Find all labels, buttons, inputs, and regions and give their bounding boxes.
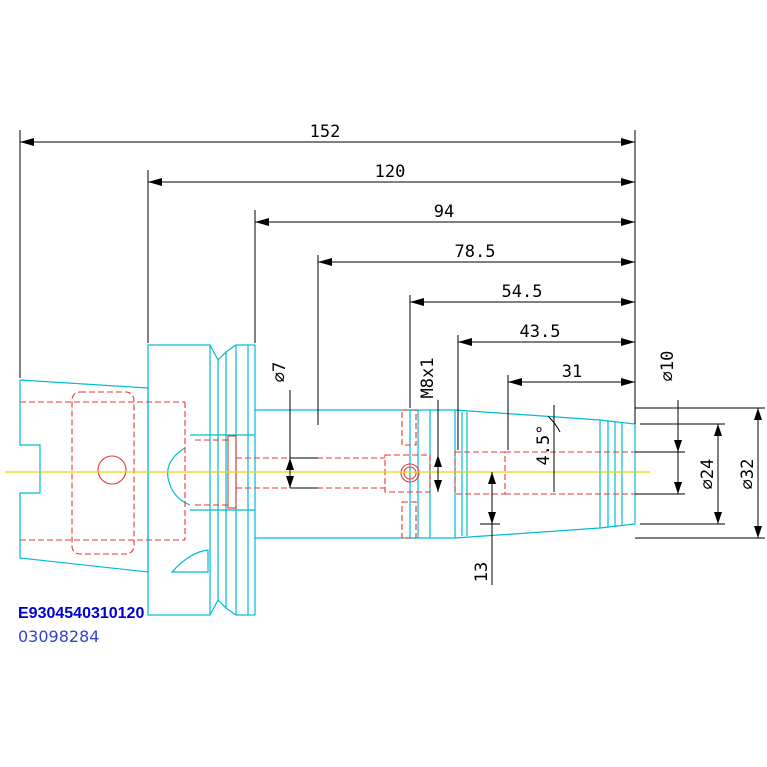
dimension-labels: 152 120 94 78.5 54.5 43.5 31 ⌀7 M8x1 ⌀10… [270, 122, 758, 582]
dim-thread: M8x1 [418, 358, 438, 399]
nose-cone [430, 409, 636, 539]
taper-profile [19, 379, 149, 573]
part-number: 03098284 [18, 627, 99, 646]
part-code: E9304540310120 [18, 605, 144, 622]
flange [147, 344, 211, 616]
holder-outline [19, 344, 636, 616]
v-groove [217, 344, 249, 616]
dim-overall-length: 152 [310, 122, 341, 142]
dim-thread-pos: 54.5 [502, 282, 543, 302]
dim-body-dia: ⌀24 [698, 459, 718, 490]
dim-nose-dia: ⌀10 [658, 351, 678, 382]
dim-flange-length: 120 [375, 162, 406, 182]
dim-tip-length: 31 [562, 362, 582, 382]
dim-outer-dia: ⌀32 [738, 459, 758, 490]
dim-bore-dia-small: ⌀7 [270, 362, 290, 382]
dimension-lines [19, 130, 765, 585]
dim-angle: 4.5° [534, 425, 554, 466]
dim-body-length: 94 [434, 202, 454, 222]
dim-offset: 13 [472, 562, 492, 582]
dim-shank-length: 78.5 [455, 242, 496, 262]
dim-bore-pos: 43.5 [520, 322, 561, 342]
